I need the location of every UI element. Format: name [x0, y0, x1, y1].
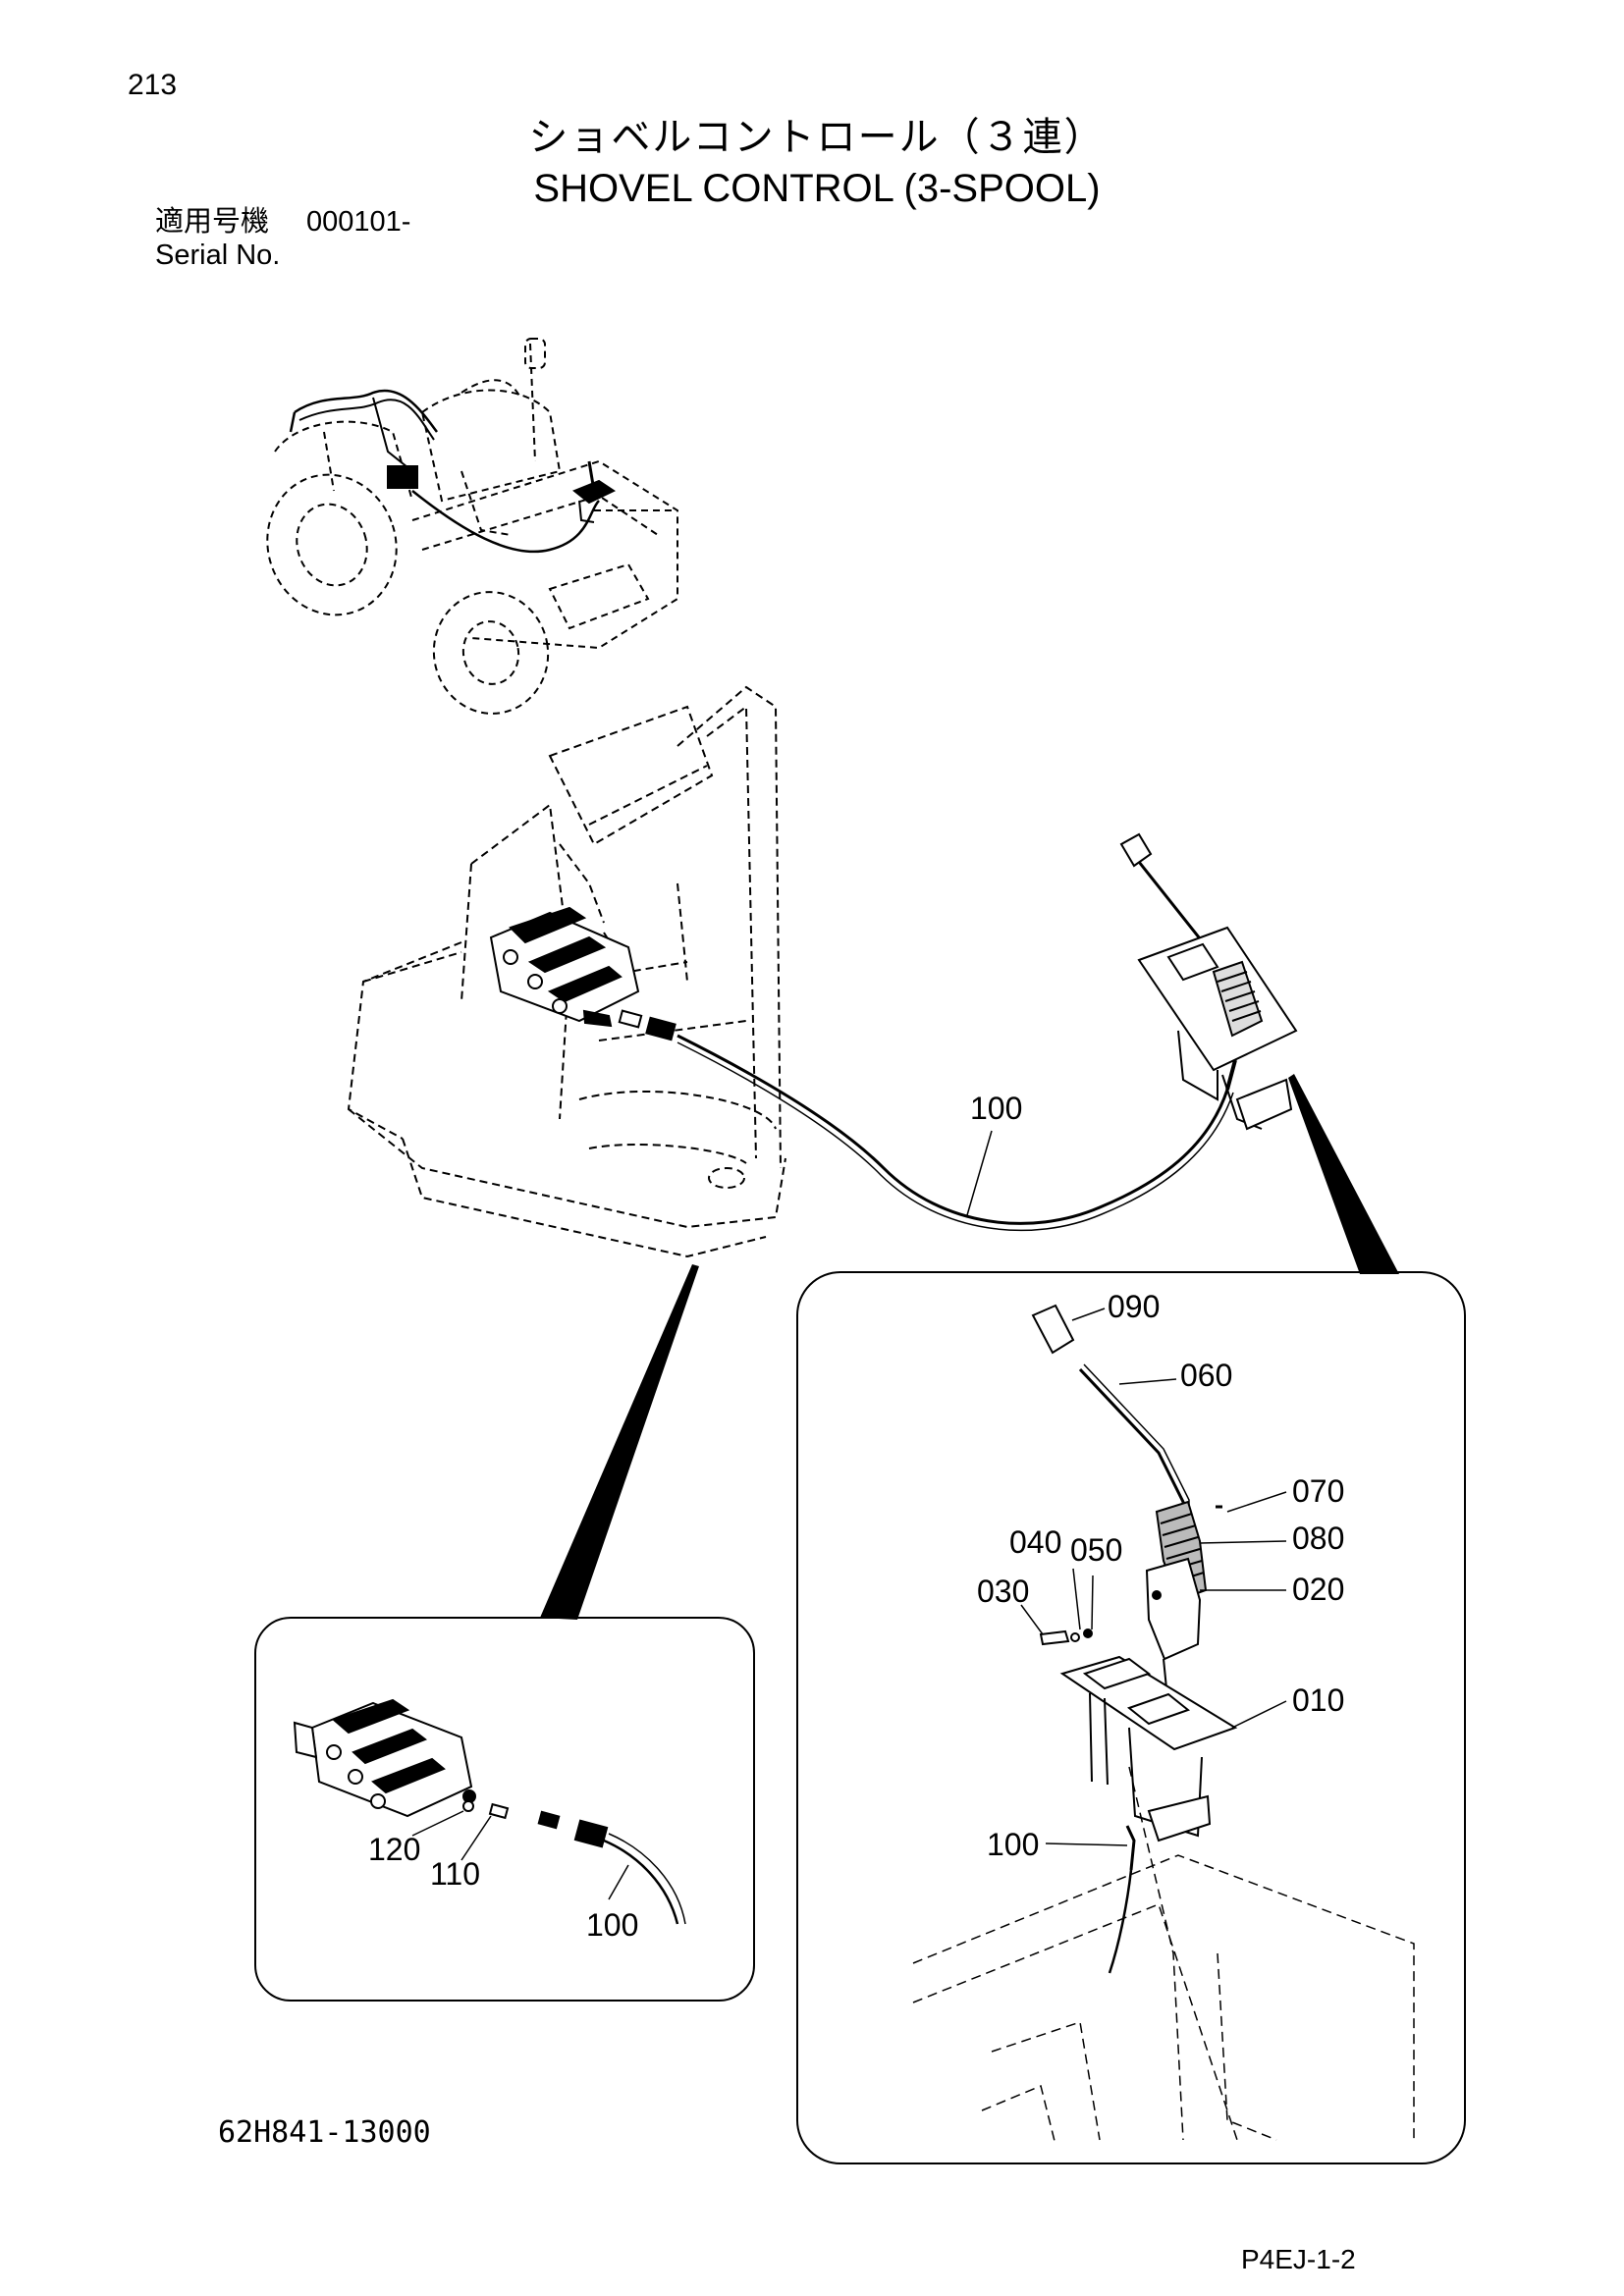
valve-detail-callouts	[411, 1810, 629, 1900]
lever-detail-callouts	[1020, 1308, 1287, 1846]
control-lever-icon	[1119, 832, 1298, 1131]
callout-main-100: 100	[970, 1091, 1022, 1126]
control-cable-icon	[677, 1034, 1237, 1232]
control-valve-icon	[489, 906, 677, 1041]
serial-label-japanese: 適用号機	[155, 206, 270, 238]
detail-pointer-lever	[1288, 1074, 1399, 1274]
callout-010: 010	[1292, 1682, 1344, 1718]
callout-lever-100: 100	[987, 1827, 1039, 1862]
lever-detail-icon	[1031, 1304, 1238, 1974]
serial-value: 000101-	[306, 206, 411, 238]
valve-detail-icon	[293, 1698, 686, 1925]
tractor-overview-icon	[266, 338, 678, 715]
callout-120: 120	[368, 1832, 420, 1867]
callout-valve-100: 100	[586, 1907, 638, 1943]
floor-frame-icon	[912, 1766, 1415, 2146]
callout-020: 020	[1292, 1572, 1344, 1607]
callout-080: 080	[1292, 1521, 1344, 1556]
callout-110: 110	[430, 1856, 480, 1892]
page-code: P4EJ-1-2	[1241, 2244, 1356, 2274]
valve-detail-panel	[254, 1617, 755, 2002]
page-title-japanese: ショベルコントロール（３連）	[528, 116, 1106, 159]
callout-040: 040	[1009, 1524, 1061, 1560]
callout-050: 050	[1070, 1532, 1122, 1568]
callout-030: 030	[977, 1574, 1029, 1609]
lever-detail-panel	[796, 1271, 1466, 2164]
page-title-english: SHOVEL CONTROL (3-SPOOL)	[533, 167, 1101, 210]
callout-090: 090	[1108, 1289, 1160, 1324]
detail-pointer-valve	[540, 1264, 699, 1620]
serial-label-english: Serial No.	[155, 240, 281, 271]
page-number: 213	[128, 69, 178, 101]
loader-frame-icon	[347, 685, 786, 1258]
drawing-number: 62H841-13000	[218, 2115, 431, 2150]
callout-070: 070	[1292, 1473, 1344, 1509]
callout-060: 060	[1180, 1358, 1232, 1393]
